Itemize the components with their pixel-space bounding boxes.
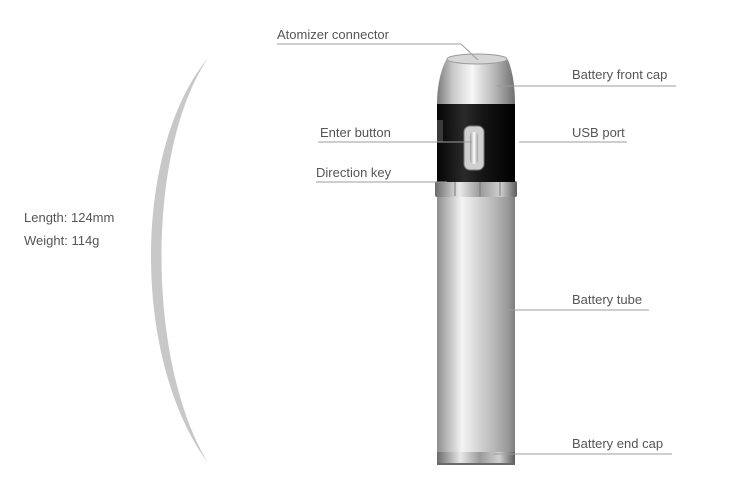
battery-end-cap [437,452,515,465]
length-spec: Length: 124mm [24,210,115,225]
device-specs: Length: 124mm Weight: 114g [24,206,114,252]
weight-spec: Weight: 114g [24,233,100,248]
label-battery-front-cap: Battery front cap [572,67,668,82]
battery-tube [437,196,515,454]
label-usb-port: USB port [572,125,625,140]
direction-key-ring [435,181,517,197]
label-enter-button: Enter button [320,125,391,140]
label-battery-end-cap: Battery end cap [572,436,664,451]
label-battery-tube: Battery tube [572,292,643,307]
label-direction-key: Direction key [316,165,392,180]
enter-button [463,125,485,171]
length-arc [151,58,208,463]
battery-front-cap [437,53,515,104]
leader-lines [277,43,676,455]
leader-atomizer-connector [277,43,479,61]
label-atomizer-connector: Atomizer connector [277,27,389,42]
